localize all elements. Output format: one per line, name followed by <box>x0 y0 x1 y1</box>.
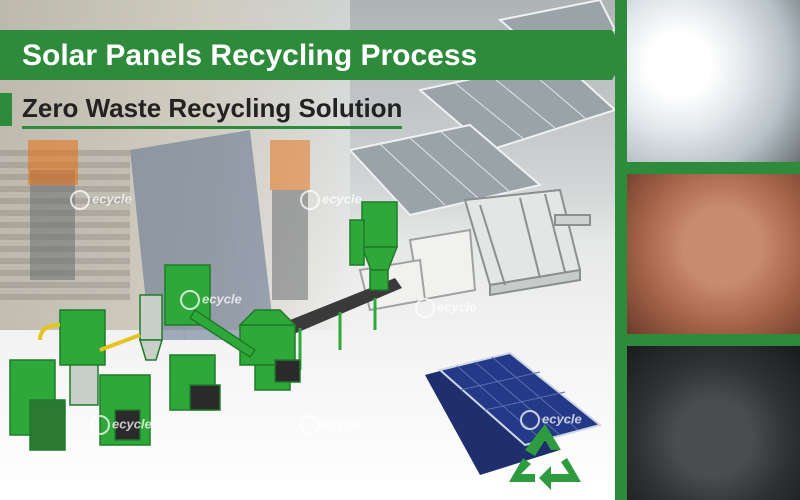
watermark: ecycle <box>180 290 242 310</box>
glass-material-photo <box>627 0 800 162</box>
crusher-tower <box>138 264 257 411</box>
subtitle-accent <box>0 93 12 126</box>
recycling-machine-line <box>9 188 603 475</box>
yellow-pipes <box>38 323 141 352</box>
separator-unit <box>9 309 151 451</box>
watermark: ecycle <box>300 190 362 210</box>
rooftop-panels <box>348 0 617 217</box>
watermark: ecycle <box>520 410 582 430</box>
page-title: Solar Panels Recycling Process <box>22 39 478 72</box>
watermark: ecycle <box>70 190 132 210</box>
shredder <box>238 309 301 391</box>
title-banner-arrow <box>612 30 626 80</box>
silicon-material-photo <box>627 346 800 500</box>
watermark: ecycle <box>90 415 152 435</box>
title-banner: Solar Panels Recycling Process <box>0 30 626 80</box>
copper-material-photo <box>627 174 800 334</box>
dust-collector <box>349 201 399 291</box>
green-divider <box>615 0 627 500</box>
delamination-machine <box>463 188 591 297</box>
recycle-icon <box>509 424 581 490</box>
solar-panel-stack <box>425 351 603 475</box>
page-subtitle: Zero Waste Recycling Solution <box>22 93 403 129</box>
watermark: ecycle <box>300 415 362 435</box>
recovered-materials-column <box>627 0 800 500</box>
watermark: ecycle <box>415 298 477 318</box>
